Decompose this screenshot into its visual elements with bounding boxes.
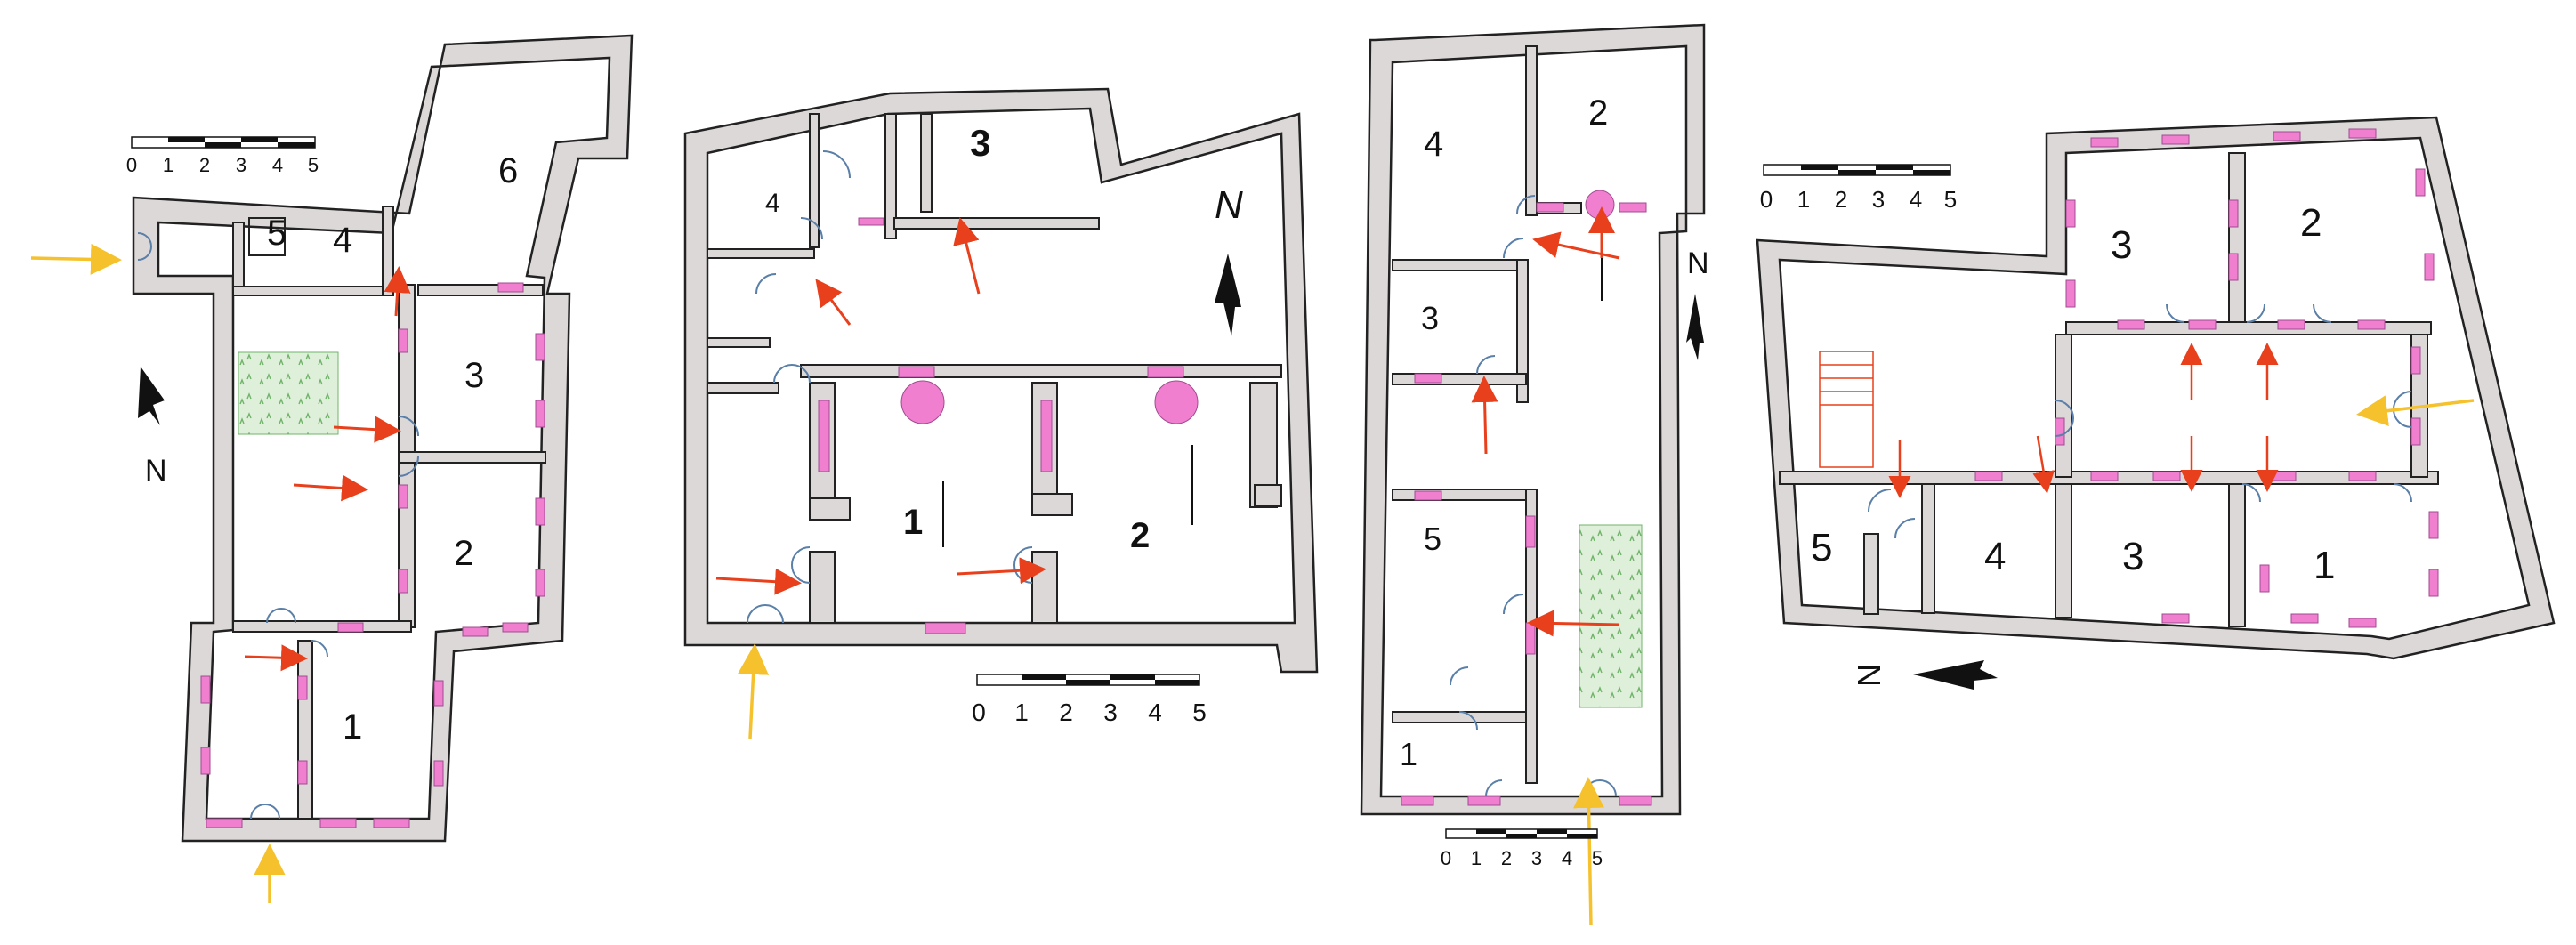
plan-d-scale-5: 5 bbox=[1944, 186, 1957, 213]
plan-d-scale-3: 3 bbox=[1872, 186, 1885, 213]
plan-a-room-5: 5 bbox=[267, 214, 287, 253]
plan-c-room-4: 4 bbox=[1424, 125, 1443, 164]
plan-a-north-label: N bbox=[145, 454, 167, 488]
plan-b-outer-wall bbox=[683, 87, 1319, 674]
plan-d-room-5: 5 bbox=[1811, 526, 1832, 569]
plan-a-room-3: 3 bbox=[464, 356, 484, 395]
plan-d-room-3-upper: 3 bbox=[2111, 223, 2132, 267]
plan-d-room-3-lower: 3 bbox=[2122, 535, 2144, 578]
plan-b-room-1: 1 bbox=[903, 503, 923, 542]
plan-c-outer-wall bbox=[1360, 23, 1706, 816]
plan-b-scale-3: 3 bbox=[1103, 699, 1118, 726]
plan-b-scale-1: 1 bbox=[1014, 699, 1029, 726]
plan-c-north-label: N bbox=[1687, 246, 1709, 280]
plan-c-scale-bar: 0 1 2 3 4 5 bbox=[1441, 828, 1603, 869]
plan-c-north-arrow: N bbox=[1686, 246, 1709, 360]
plan-d-scale-0: 0 bbox=[1760, 186, 1773, 213]
plan-b-north-label: N bbox=[1215, 183, 1243, 227]
plan-a-scale-5: 5 bbox=[308, 154, 319, 176]
plan-d-scale-1: 1 bbox=[1797, 186, 1810, 213]
plan-a-courtyard bbox=[238, 351, 339, 435]
plan-c-courtyard bbox=[1579, 524, 1643, 708]
plan-a-scale-4: 4 bbox=[272, 154, 283, 176]
plan-d-stair bbox=[1819, 351, 1874, 468]
plan-d: 3 2 5 4 3 1 N 0 1 2 3 4 5 bbox=[1756, 116, 2556, 690]
plan-c-room-3: 3 bbox=[1421, 300, 1439, 336]
plan-a-room-2: 2 bbox=[454, 534, 473, 573]
plan-a-room-1: 1 bbox=[343, 707, 362, 747]
plan-b-north-arrow: N bbox=[1215, 183, 1243, 336]
plan-c-room-5: 5 bbox=[1424, 521, 1441, 557]
plan-c: 4 2 3 5 1 N 0 1 2 3 4 5 bbox=[1360, 23, 1709, 926]
plan-b: 3 4 1 2 N 0 1 2 3 4 5 bbox=[683, 87, 1319, 739]
plan-a-north-arrow: N bbox=[138, 367, 167, 488]
plan-c-scale-0: 0 bbox=[1441, 847, 1451, 869]
plan-c-scale-2: 2 bbox=[1501, 847, 1512, 869]
plan-d-north-label: N bbox=[1851, 664, 1887, 687]
plan-b-room-4: 4 bbox=[765, 189, 780, 218]
plan-a-scale-bar: 0 1 2 3 4 5 bbox=[126, 136, 319, 176]
plan-c-room-2: 2 bbox=[1588, 93, 1608, 133]
plan-a-outer-wall bbox=[132, 34, 634, 843]
plan-b-scale-0: 0 bbox=[972, 699, 986, 726]
plan-d-room-2: 2 bbox=[2300, 201, 2322, 245]
plan-a-scale-0: 0 bbox=[126, 154, 137, 176]
plan-b-room-3: 3 bbox=[970, 122, 990, 164]
plan-b-room-2: 2 bbox=[1130, 516, 1150, 555]
plan-c-scale-1: 1 bbox=[1471, 847, 1482, 869]
plan-a: 6 5 4 3 2 1 N 0 1 2 3 4 5 bbox=[30, 34, 634, 903]
plan-d-scale-2: 2 bbox=[1835, 186, 1847, 213]
plan-a-scale-2: 2 bbox=[199, 154, 210, 176]
plan-d-scale-4: 4 bbox=[1910, 186, 1922, 213]
plan-a-scale-3: 3 bbox=[236, 154, 246, 176]
plan-d-room-4: 4 bbox=[1984, 535, 2006, 578]
plan-d-scale-bar: 0 1 2 3 4 5 bbox=[1760, 164, 1957, 213]
plan-a-room-6: 6 bbox=[498, 151, 518, 190]
plan-b-scale-5: 5 bbox=[1192, 699, 1207, 726]
plan-c-room-1: 1 bbox=[1400, 736, 1417, 772]
plan-d-outer-wall bbox=[1756, 116, 2556, 660]
plan-b-scale-bar: 0 1 2 3 4 5 bbox=[972, 674, 1207, 726]
plan-b-scale-2: 2 bbox=[1059, 699, 1073, 726]
plan-b-scale-4: 4 bbox=[1148, 699, 1162, 726]
plan-d-room-1: 1 bbox=[2314, 544, 2335, 587]
plan-a-scale-1: 1 bbox=[163, 154, 174, 176]
plan-c-scale-4: 4 bbox=[1562, 847, 1572, 869]
plan-c-scale-3: 3 bbox=[1531, 847, 1542, 869]
plan-d-north-arrow: N bbox=[1851, 660, 1998, 690]
plan-a-room-4: 4 bbox=[333, 221, 352, 260]
plan-c-scale-5: 5 bbox=[1592, 847, 1603, 869]
